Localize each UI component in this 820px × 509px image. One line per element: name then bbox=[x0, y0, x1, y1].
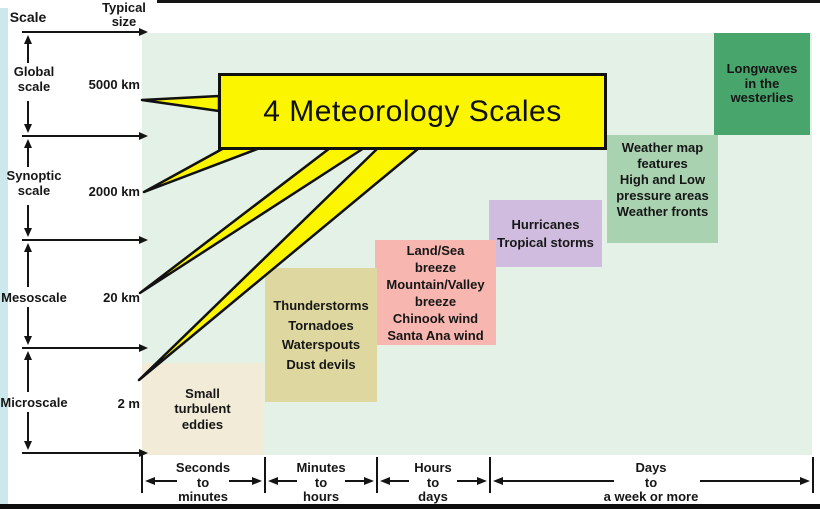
typical-size-mesoscale: 20 km bbox=[103, 290, 140, 305]
time-segment-line: to bbox=[644, 474, 658, 490]
phenomena-box-longwaves: Longwaves in the westerlies bbox=[714, 33, 810, 135]
band-label-global-scale: Global scale bbox=[0, 64, 68, 94]
band-label-microscale: Microscale bbox=[0, 395, 68, 410]
callout-box: 4 Meteorology Scales bbox=[218, 73, 607, 150]
typical-size-header-line: size bbox=[111, 14, 137, 29]
phenomena-text: breeze bbox=[414, 259, 457, 275]
phenomena-text: Dust devils bbox=[286, 356, 356, 372]
typical-size-synoptic: 2000 km bbox=[88, 184, 140, 199]
phenomena-text: Mountain/Valley bbox=[386, 276, 485, 292]
typical-size-global: 5000 km bbox=[88, 77, 140, 92]
time-segment-line: Seconds bbox=[175, 460, 231, 475]
left-edge-strip bbox=[0, 8, 8, 504]
scale-axis-title: Scale bbox=[9, 9, 47, 25]
phenomena-text: Thunderstorms bbox=[273, 298, 369, 313]
phenomena-text: High and Low bbox=[619, 172, 706, 187]
phenomena-box-hurricanes: Hurricanes Tropical storms bbox=[489, 200, 602, 267]
band-label-line: scale bbox=[17, 183, 51, 198]
time-segment-days-to-week: Days to a week or more bbox=[571, 460, 731, 505]
phenomena-text: in the bbox=[744, 75, 780, 91]
scale-band-arrows bbox=[24, 35, 32, 450]
phenomena-box-thunderstorms: Thunderstorms Tornadoes Waterspouts Dust… bbox=[265, 268, 377, 402]
phenomena-text: breeze bbox=[414, 293, 457, 309]
phenomena-text: Longwaves bbox=[726, 61, 798, 77]
phenomena-text: turbulent bbox=[174, 401, 231, 417]
phenomena-text: pressure areas bbox=[616, 188, 709, 203]
band-label-synoptic-scale: Synoptic scale bbox=[0, 168, 68, 198]
time-segment-line: Days bbox=[635, 460, 667, 475]
phenomena-text: Small bbox=[185, 385, 220, 401]
time-segment-line: Minutes bbox=[296, 460, 346, 475]
band-label-mesoscale: Mesoscale bbox=[1, 290, 67, 305]
band-label-line: Global bbox=[13, 64, 55, 79]
time-segment-seconds-to-minutes: Seconds to minutes bbox=[143, 460, 263, 505]
phenomena-text: Santa Ana wind bbox=[387, 327, 484, 343]
phenomena-text: Hurricanes bbox=[511, 216, 580, 232]
phenomena-box-local-winds: Land/Sea breeze Mountain/Valley breeze C… bbox=[375, 240, 496, 345]
time-segment-line: hours bbox=[302, 489, 340, 504]
time-segment-line: to bbox=[426, 474, 440, 490]
phenomena-text: Weather map bbox=[621, 140, 704, 155]
phenomena-text: Weather fronts bbox=[616, 204, 709, 219]
band-label-line: scale bbox=[17, 79, 51, 94]
phenomena-text: Land/Sea bbox=[406, 242, 465, 258]
time-segment-line: days bbox=[418, 489, 448, 504]
phenomena-text: Tornadoes bbox=[288, 317, 354, 333]
time-segment-line: Hours bbox=[414, 460, 452, 475]
time-segment-line: to bbox=[196, 474, 210, 490]
time-segment-line: to bbox=[314, 474, 328, 490]
typical-size-microscale: 2 m bbox=[117, 396, 140, 411]
typical-size-header: Typical size bbox=[94, 1, 154, 29]
phenomena-text: features bbox=[637, 156, 688, 171]
phenomena-text: westerlies bbox=[730, 90, 794, 106]
typical-size-header-line: Typical bbox=[102, 0, 146, 15]
time-segment-minutes-to-hours: Minutes to hours bbox=[261, 460, 381, 505]
phenomena-box-small-turbulent-eddies: Small turbulent eddies bbox=[142, 363, 263, 455]
phenomena-text: Chinook wind bbox=[392, 310, 479, 326]
phenomena-text: Waterspouts bbox=[281, 337, 361, 352]
time-segment-line: a week or more bbox=[603, 489, 699, 504]
phenomena-text: eddies bbox=[181, 416, 224, 432]
band-label-line: Synoptic bbox=[6, 168, 62, 183]
top-border-line bbox=[157, 0, 820, 3]
bottom-border-bar bbox=[0, 504, 820, 509]
time-segment-hours-to-days: Hours to days bbox=[373, 460, 493, 505]
callout-title: 4 Meteorology Scales bbox=[263, 94, 562, 128]
phenomena-box-weather-map-features: Weather map features High and Low pressu… bbox=[607, 135, 718, 243]
time-segment-line: minutes bbox=[178, 489, 228, 504]
phenomena-text: Tropical storms bbox=[497, 234, 594, 250]
